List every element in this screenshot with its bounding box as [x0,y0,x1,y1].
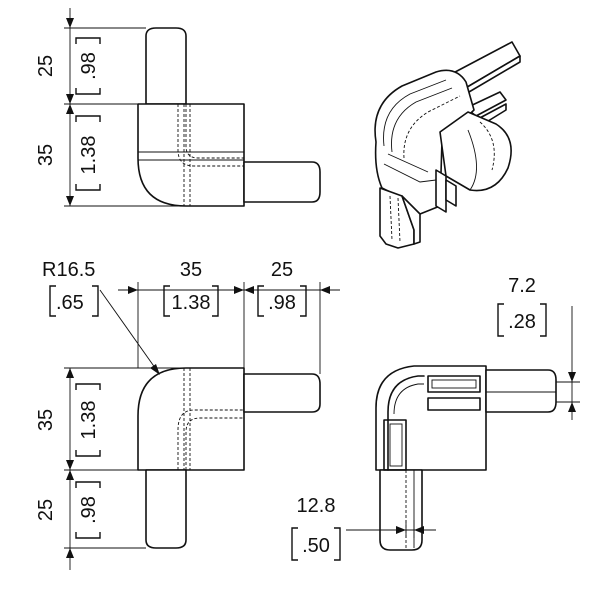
slot-in: .28 [508,311,536,333]
wall-mm: 12.8 [297,495,336,517]
front-h-in: 1.38 [78,401,100,440]
front-bot-bracket [75,481,101,539]
side-top-bracket [75,37,101,95]
front-w-bracket [163,285,219,317]
side-mid-bracket [75,115,101,191]
front-leg-mm: 25 [271,259,293,281]
slot-bracket [497,303,547,337]
radius-in: .65 [56,292,84,314]
section-view [346,306,580,551]
front-h-bracket [75,383,101,457]
front-w-in: 1.38 [172,292,211,314]
slot-mm: 7.2 [508,275,536,297]
front-leg-in: .98 [268,292,296,314]
radius-mm: R16.5 [42,259,95,281]
side-top-in: .98 [78,52,100,80]
side-view [64,8,321,207]
side-mid-mm: 35 [35,144,57,166]
front-bot-in: .98 [78,496,100,524]
isometric-view [374,41,521,249]
front-leg-bracket [257,285,307,317]
front-h-mm: 35 [35,409,57,431]
front-view [64,282,340,570]
wall-in: .50 [302,535,330,557]
front-bot-mm: 25 [35,499,57,521]
wall-bracket [291,527,341,561]
radius-bracket [49,285,99,317]
front-w-mm: 35 [180,259,202,281]
side-mid-in: 1.38 [78,136,100,175]
side-top-mm: 25 [35,55,57,77]
